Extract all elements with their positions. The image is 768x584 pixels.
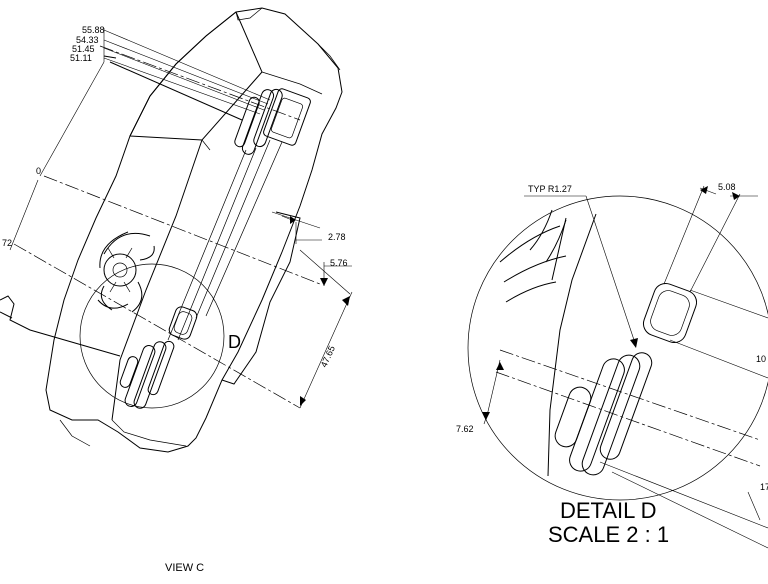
- detail-ext-1: [689, 289, 768, 319]
- center-line-0: [43, 175, 321, 285]
- dim-54-33: 54.33: [76, 35, 99, 45]
- dim-5-08: 5.08: [718, 182, 736, 192]
- body-outline: [45, 7, 343, 453]
- dim-10-partial: 10: [756, 354, 766, 364]
- inner-face-line: [201, 71, 323, 151]
- dim-spacing-lines: [482, 359, 504, 425]
- center-line-top: [99, 45, 301, 121]
- detail-scale: SCALE 2 : 1: [548, 522, 669, 547]
- dim-47-65: 47.65: [319, 344, 337, 369]
- detail-view: 5.08 TYP R1.27 7.62 10 17 DETAIL D SCALE…: [456, 182, 768, 549]
- top-face: [111, 11, 263, 421]
- top-notch: [235, 7, 341, 71]
- view-label: VIEW C: [165, 562, 204, 574]
- rail-lines: [167, 139, 283, 341]
- dim-51-45: 51.45: [72, 44, 95, 54]
- dim-origin: 0: [36, 166, 41, 176]
- detail-title: DETAIL D: [560, 498, 657, 523]
- left-flange: [0, 295, 121, 357]
- dim-width-lines: [663, 185, 758, 293]
- vent-icon: [97, 231, 155, 313]
- dim-5-76: 5.76: [330, 258, 348, 268]
- detail-ext-4: [611, 471, 768, 549]
- right-step: [221, 211, 301, 385]
- top-dims: [9, 28, 271, 251]
- slot-cluster-top: [234, 88, 311, 155]
- right-dims: [271, 211, 353, 409]
- detail-boundary: [467, 195, 768, 501]
- dim-55-88: 55.88: [82, 25, 105, 35]
- detail-body-edge: [547, 213, 597, 477]
- slot-cluster-bottom: [119, 306, 198, 409]
- detail-callout: D: [228, 332, 241, 352]
- bottom-edge: [59, 419, 187, 447]
- detail-circle: [79, 263, 225, 409]
- detail-vent-fins: [499, 209, 567, 303]
- detail-ext-2: [669, 339, 768, 379]
- radius-leader: [524, 195, 638, 348]
- detail-ext-3: [599, 461, 768, 529]
- main-view: D 55.88 54.33 51.45 51.11 0 72: [0, 7, 353, 574]
- dim-2-78: 2.78: [328, 232, 346, 242]
- radius-note: TYP R1.27: [528, 184, 572, 194]
- detail-ext-5: [747, 491, 761, 521]
- dim-7-62: 7.62: [456, 424, 474, 434]
- dim-17-partial: 17: [760, 482, 768, 492]
- detail-center-2: [495, 371, 761, 467]
- dim-51-11: 51.11: [70, 53, 92, 63]
- detail-slots: [554, 282, 698, 476]
- center-line-47: [13, 243, 301, 409]
- dim-left-partial: 72: [2, 238, 12, 248]
